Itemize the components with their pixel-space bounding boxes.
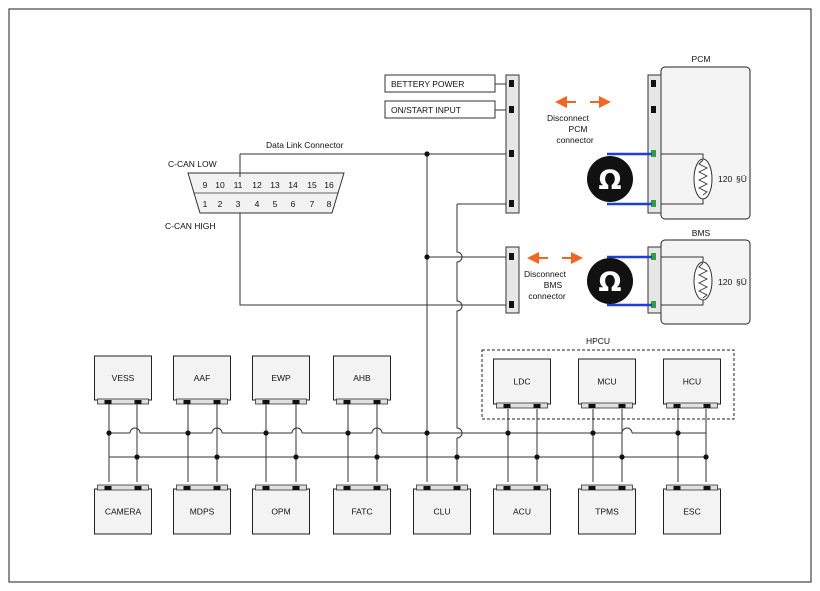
module-opm: OPM: [252, 484, 310, 535]
pcm-resistor-value: 120: [718, 174, 732, 184]
bms-note-1: Disconnect: [524, 269, 567, 279]
dlc-title: Data Link Connector: [266, 140, 344, 150]
module-label-ewp: EWP: [271, 373, 291, 383]
lower-connector-strip: [505, 246, 520, 314]
pcm-resistor-wire: [661, 153, 704, 205]
module-label-fatc: FATC: [351, 507, 372, 517]
bms-ohm-symbol: Ω: [599, 267, 622, 298]
module-ldc: LDC: [493, 358, 551, 409]
module-label-vess: VESS: [112, 373, 135, 383]
module-esc: ESC: [663, 484, 721, 535]
module-hcu: HCU: [663, 358, 721, 409]
module-label-mcu: MCU: [597, 377, 616, 387]
pcm-note-1: Disconnect: [547, 113, 590, 123]
module-clu: CLU: [413, 484, 471, 535]
pcm-title: PCM: [692, 54, 711, 64]
hpcu-title: HPCU: [586, 336, 610, 346]
bms-connector: [647, 246, 662, 314]
dlc-pin-15: 15: [307, 180, 317, 190]
pcm-resistor-unit: §Ü: [736, 174, 747, 184]
module-label-tpms: TPMS: [595, 507, 619, 517]
module-label-esc: ESC: [683, 507, 700, 517]
pcm-ohm-symbol: Ω: [599, 165, 622, 196]
module-label-aaf: AAF: [194, 373, 211, 383]
can-high-label: C-CAN HIGH: [165, 221, 216, 231]
dlc-pin-6: 6: [291, 199, 296, 209]
bms-note-2: BMS: [544, 280, 563, 290]
module-label-mdps: MDPS: [190, 507, 215, 517]
onstart-input-label: ON/START INPUT: [391, 105, 461, 115]
pcm-terminal-low: [651, 200, 656, 207]
module-ahb: AHB: [333, 355, 391, 405]
bms-resistor-wire: [661, 256, 704, 306]
trunk-wires: [239, 153, 508, 457]
dlc-pin-2: 2: [218, 199, 223, 209]
bms-title: BMS: [692, 228, 711, 238]
pcm-connector: [647, 74, 662, 214]
pcm-resistor: [693, 158, 713, 200]
bms-terminal-high: [651, 253, 656, 260]
dlc-pin-4: 4: [255, 199, 260, 209]
lower-connector-pins: [509, 253, 514, 308]
module-aaf: AAF: [173, 355, 231, 405]
can-low-label: C-CAN LOW: [168, 159, 217, 169]
dlc-pin-5: 5: [273, 199, 278, 209]
dlc-pin-9: 9: [203, 180, 208, 190]
dlc-pin-12: 12: [252, 180, 262, 190]
module-acu: ACU: [493, 484, 551, 535]
dlc-pin-10: 10: [215, 180, 225, 190]
upper-connector-pins: [509, 80, 514, 207]
module-label-opm: OPM: [271, 507, 290, 517]
module-camera: CAMERA: [94, 484, 152, 535]
pcm-note-3: connector: [556, 135, 593, 145]
dlc-pin-14: 14: [288, 180, 298, 190]
dlc-pin-3: 3: [236, 199, 241, 209]
bms-resistor-unit: §Ü: [736, 277, 747, 287]
bms-ohmmeter-icon: [587, 258, 633, 304]
dlc-pin-1: 1: [203, 199, 208, 209]
module-label-ahb: AHB: [353, 373, 371, 383]
hpcu-group: [481, 349, 735, 420]
upper-connector-strip: [505, 74, 520, 214]
pcm-meter-leads: [607, 152, 652, 206]
pcm-note-2: PCM: [569, 124, 588, 134]
module-label-camera: CAMERA: [105, 507, 142, 517]
module-vess: VESS: [94, 355, 152, 405]
pcm-connector-pins: [651, 80, 656, 113]
bms-resistor-value: 120: [718, 277, 732, 287]
bms-terminal-low: [651, 301, 656, 308]
dlc-pin-7: 7: [310, 199, 315, 209]
dlc-pin-8: 8: [327, 199, 332, 209]
pcm-ohmmeter-icon: [587, 156, 633, 202]
module-label-clu: CLU: [433, 507, 450, 517]
module-fatc: FATC: [333, 484, 391, 535]
module-mdps: MDPS: [173, 484, 231, 535]
bms-note-3: connector: [528, 291, 565, 301]
module-drop-wires: [108, 404, 707, 482]
module-label-hcu: HCU: [683, 377, 701, 387]
module-ewp: EWP: [252, 355, 310, 405]
module-mcu: MCU: [578, 358, 636, 409]
dlc-pin-13: 13: [270, 180, 280, 190]
dlc-pin-11: 11: [234, 180, 243, 190]
bms-meter-leads: [607, 255, 652, 307]
dlc-pin-16: 16: [324, 180, 334, 190]
module-label-ldc: LDC: [513, 377, 530, 387]
module-tpms: TPMS: [578, 484, 636, 535]
module-label-acu: ACU: [513, 507, 531, 517]
battery-power-label: BETTERY POWER: [391, 79, 464, 89]
pcm-terminal-high: [651, 150, 656, 157]
